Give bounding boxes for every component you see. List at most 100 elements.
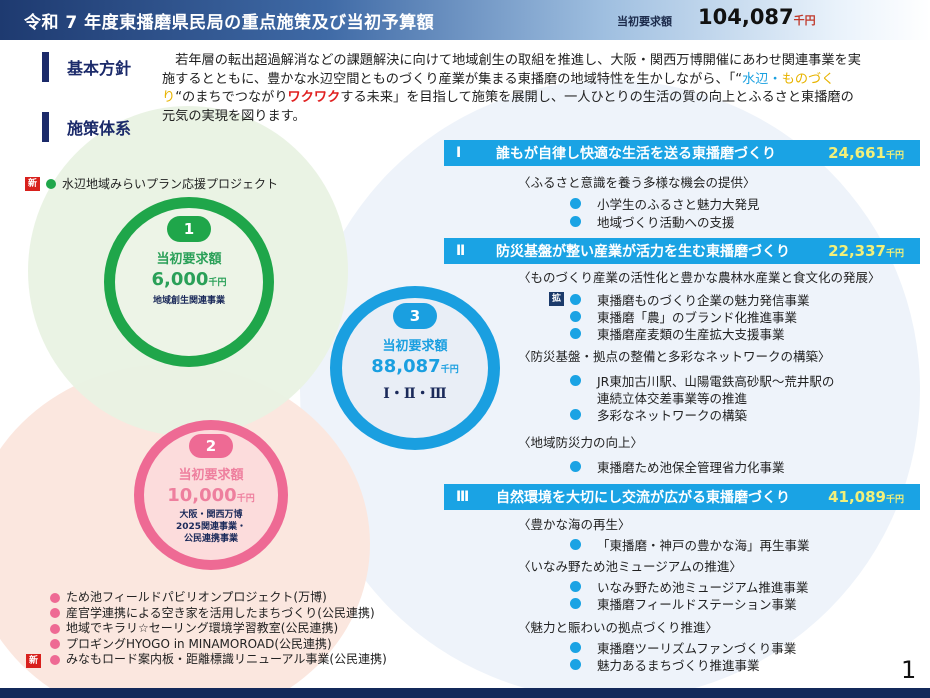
ring3-amount: 88,087千円	[371, 356, 458, 377]
list-item: 東播磨「農」のブランド化推進事業	[570, 307, 797, 326]
item-label: JR東加古川駅、山陽電鉄高砂駅～荒井駅の	[597, 374, 835, 389]
list-item: 「東播磨・神戸の豊かな海」再生事業	[570, 535, 810, 554]
pink-bullet-icon	[50, 608, 60, 619]
list-item: 魅力あるまちづくり推進事業	[570, 655, 760, 674]
ring2-number-pill: 2	[189, 434, 233, 458]
list-item: 東播磨ため池保全管理省力化事業	[570, 457, 785, 476]
total-amount-unit: 千円	[793, 14, 816, 27]
subheading: 〈防災基盤・拠点の整備と多彩なネットワークの構築〉	[518, 349, 831, 364]
ring3-amount-value: 88,087	[371, 356, 441, 377]
list-item-continued: 連続立体交差事業等の推進	[597, 388, 747, 407]
ring2-sub-line: 2025関連事業・	[175, 522, 247, 532]
blue-bullet-icon	[570, 581, 581, 592]
list-item: 東播磨産麦類の生産拡大支援事業	[570, 324, 785, 343]
total-amount-value: 104,087	[698, 5, 794, 29]
list-item: 産官学連携による空き家を活用したまちづくり(公民連携)	[26, 606, 387, 622]
project-label: プロギングHYOGO in MINAMOROAD(公民連携)	[66, 636, 332, 651]
item-label: 魅力あるまちづくり推進事業	[597, 658, 760, 673]
item-label: 東播磨「農」のブランド化推進事業	[597, 310, 798, 325]
basic-policy-label: 基本方針	[67, 59, 132, 78]
list-item: 東播磨ツーリズムファンづくり事業	[570, 638, 796, 657]
item-label: 東播磨ため池保全管理省力化事業	[597, 460, 785, 475]
new-badge: 新	[26, 653, 42, 668]
pillar-amount-value: 24,661	[828, 144, 886, 162]
ring-1-budget: 1 当初要求額 6,000千円 地域創生関連事業	[104, 197, 274, 367]
blue-bullet-icon	[570, 311, 581, 322]
ring3-unit: 千円	[440, 365, 459, 375]
blue-bullet-icon	[570, 198, 581, 209]
ring3-number-pill: 3	[393, 303, 437, 329]
pink-bullet-icon	[50, 592, 60, 603]
list-item: いなみ野ため池ミュージアム推進事業	[570, 577, 808, 596]
policy-system-label: 施策体系	[67, 119, 132, 138]
intro-highlight-fun: ワクワク	[287, 90, 341, 105]
project-label: ため池フィールドパビリオンプロジェクト(万博)	[66, 590, 327, 604]
blue-bullet-icon	[570, 409, 581, 420]
pillar-num: Ⅲ	[456, 489, 470, 505]
blue-bullet-icon	[570, 216, 581, 227]
ring2-sub-line: 大阪・関西万博	[179, 510, 243, 520]
item-label: 東播磨ツーリズムファンづくり事業	[597, 641, 797, 656]
pillar-3-band: Ⅲ 自然環境を大切にし交流が広がる東播磨づくり 41,089千円	[444, 484, 920, 510]
blue-bullet-icon	[570, 642, 581, 653]
pillar-unit: 千円	[885, 151, 904, 161]
pillar-title: 自然環境を大切にし交流が広がる東播磨づくり	[496, 490, 790, 506]
ring1-sub: 地域創生関連事業	[152, 296, 225, 306]
list-item: プロギングHYOGO in MINAMOROAD(公民連携)	[26, 637, 387, 653]
ring1-amount-value: 6,000	[151, 269, 209, 290]
list-item: 新 みなもロード案内板・距離標識リニューアル事業(公民連携)	[26, 652, 387, 668]
item-label: 地域づくり活動への支援	[597, 215, 735, 230]
pink-bullet-icon	[50, 654, 60, 665]
pillar-unit: 千円	[885, 495, 904, 505]
item-label: 「東播磨・神戸の豊かな海」再生事業	[597, 538, 810, 553]
subheading: 〈魅力と賑わいの拠点づくり推進〉	[518, 620, 719, 635]
subheading: 〈豊かな海の再生〉	[518, 517, 631, 532]
title-bar: 令和 7 年度東播磨県民局の重点施策及び当初予算額 当初要求額 104,087千…	[0, 0, 930, 40]
total-request-amount: 104,087千円	[698, 5, 816, 29]
list-item: 東播磨フィールドステーション事業	[570, 594, 797, 613]
intro-text-2: “のまちでつながり	[175, 90, 288, 105]
footer-bar	[0, 688, 930, 698]
ring1-number-pill: 1	[167, 216, 211, 242]
item-label: 多彩なネットワークの構築	[597, 408, 748, 423]
pillar-amount-value: 22,337	[828, 242, 886, 260]
heading-bar	[42, 112, 49, 142]
list-item: 地域でキラリ☆セーリング環境学習教室(公民連携)	[26, 621, 387, 637]
blue-bullet-icon	[570, 539, 581, 550]
policy-system-heading: 施策体系	[42, 112, 131, 142]
blue-bullet-icon	[570, 328, 581, 339]
ring3-label: 当初要求額	[382, 339, 448, 354]
blue-bullet-icon	[570, 375, 581, 386]
ring1-label: 当初要求額	[156, 252, 222, 267]
project-label: 産官学連携による空き家を活用したまちづくり(公民連携)	[66, 605, 375, 620]
subheading: 〈ふるさと意識を養う多様な機会の提供〉	[518, 175, 756, 190]
list-item: ため池フィールドパビリオンプロジェクト(万博)	[26, 590, 387, 606]
ring1-amount: 6,000千円	[152, 269, 227, 290]
pillar-title: 誰もが自律し快適な生活を送る東播磨づくり	[496, 146, 776, 162]
intro-text-3: する未来」を目指して施策を展開し、一人ひとりの生活の質の向上とふるさと東播磨の元…	[162, 90, 854, 124]
list-item: 東播磨ものづくり企業の魅力発信事業	[570, 290, 810, 309]
item-label: 小学生のふるさと魅力大発見	[597, 197, 760, 212]
heading-bar	[42, 52, 49, 82]
item-label: 東播磨ものづくり企業の魅力発信事業	[597, 293, 810, 308]
subheading: 〈地域防災力の向上〉	[518, 435, 644, 450]
ring2-amount-value: 10,000	[167, 485, 237, 506]
ring2-amount: 10,000千円	[167, 485, 254, 506]
pillar-title: 防災基盤が整い産業が活力を生む東播磨づくり	[496, 244, 790, 260]
pink-bullet-icon	[50, 639, 60, 650]
project-label: みなもロード案内板・距離標識リニューアル事業(公民連携)	[66, 652, 387, 666]
pillar-amount: 22,337千円	[828, 242, 904, 260]
pillar-amount-value: 41,089	[828, 488, 886, 506]
list-item: JR東加古川駅、山陽電鉄高砂駅～荒井駅の	[570, 371, 834, 390]
ring2-unit: 千円	[236, 494, 255, 504]
subheading: 〈ものづくり産業の活性化と豊かな農林水産業と食文化の発展〉	[518, 270, 881, 285]
blue-bullet-icon	[570, 294, 581, 305]
project-label: 地域でキラリ☆セーリング環境学習教室(公民連携)	[66, 621, 339, 635]
ring1-project: 新 水辺地域みらいプラン応援プロジェクト	[25, 175, 278, 192]
pillar-unit: 千円	[885, 249, 904, 259]
blue-bullet-icon	[570, 659, 581, 670]
intro-highlight-craft: ものづくり	[162, 71, 835, 106]
